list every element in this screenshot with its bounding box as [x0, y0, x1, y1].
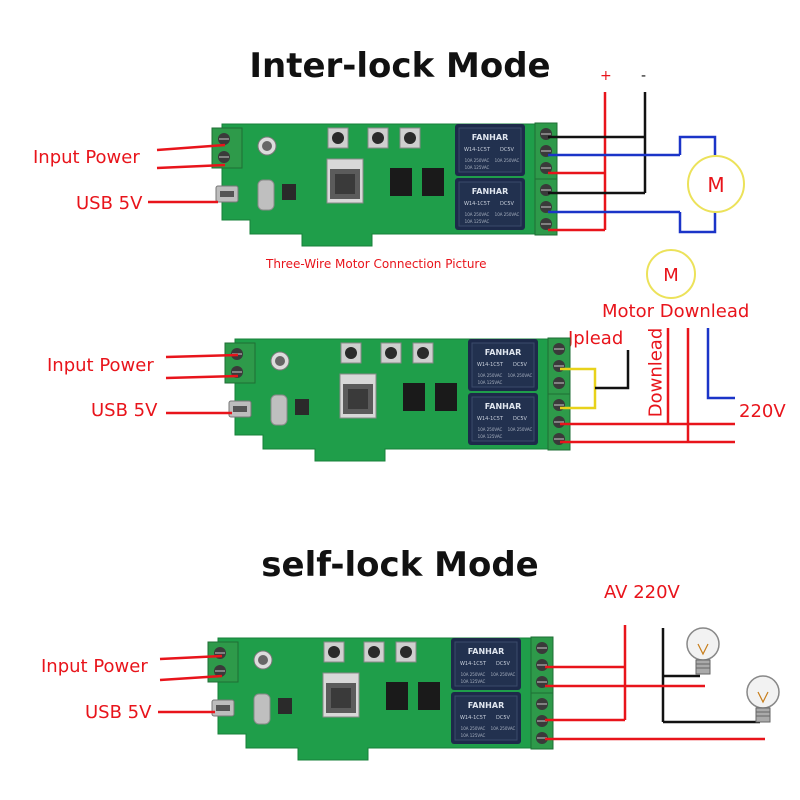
light-bulb-icon: [686, 627, 720, 675]
input-power-label-2: Input Power: [47, 355, 154, 376]
input-power-label-3: Input Power: [41, 656, 148, 677]
plus-label: +: [600, 68, 612, 84]
usb-5v-label-1: USB 5V: [76, 193, 143, 214]
minus-label: -: [641, 68, 647, 84]
svg-text:M: M: [663, 265, 679, 286]
light-bulb-icon: [746, 675, 780, 723]
usb-5v-label-2: USB 5V: [91, 400, 158, 421]
relay-board-2: [225, 338, 570, 461]
selflock-mode-title: self-lock Mode: [261, 545, 539, 585]
svg-text:M: M: [707, 173, 724, 197]
motor-downlead-label: Motor Downlead: [602, 301, 750, 322]
motor-icon: M: [646, 249, 696, 299]
voltage-220v-label: 220V: [739, 401, 786, 422]
input-power-label-1: Input Power: [33, 147, 140, 168]
three-wire-caption: Three-Wire Motor Connection Picture: [266, 257, 487, 271]
jplead-label: Jplead: [568, 328, 624, 349]
relay-board-1: [212, 123, 557, 246]
relay-board-3: [208, 637, 553, 760]
av-220v-label: AV 220V: [604, 582, 680, 603]
motor-icon: M: [687, 155, 745, 213]
usb-5v-label-3: USB 5V: [85, 702, 152, 723]
interlock-mode-title: Inter-lock Mode: [249, 46, 551, 86]
